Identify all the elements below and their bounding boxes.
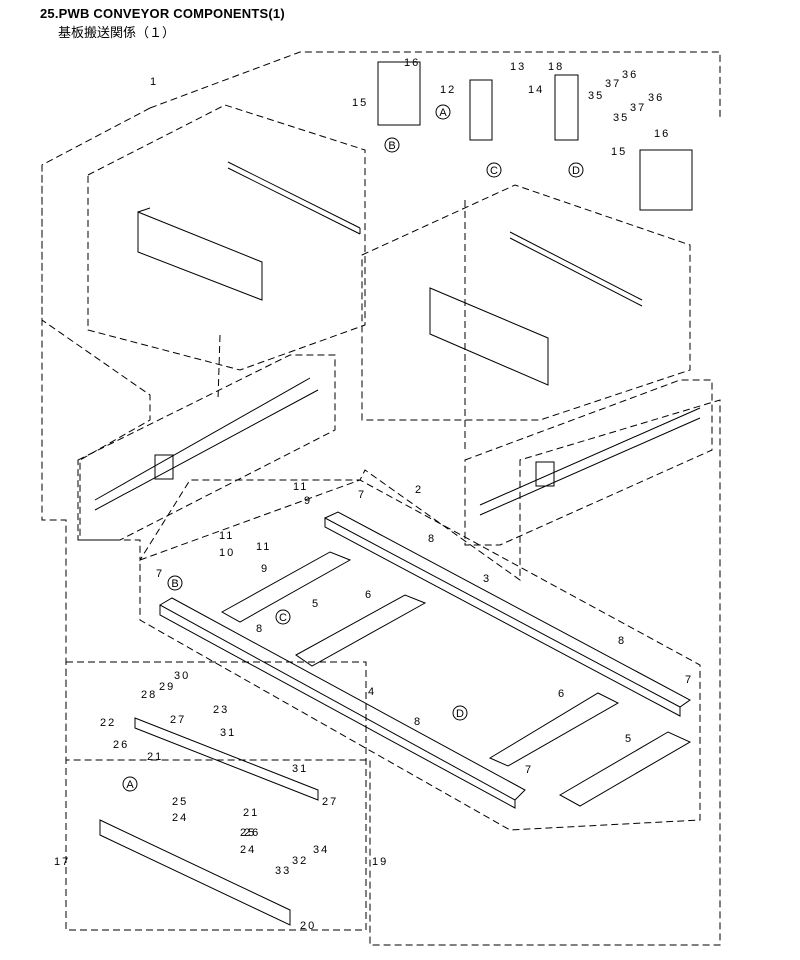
label-29: 29	[159, 681, 175, 693]
callout-d-bottom: D	[456, 708, 464, 720]
side-plate-left	[137, 211, 263, 301]
label-24b: 24	[240, 844, 256, 856]
label-32: 32	[292, 855, 308, 867]
right-shaft-group	[464, 379, 713, 546]
label-11a: 11	[293, 481, 308, 493]
label-31b: 31	[292, 763, 308, 775]
label-15a: 15	[352, 97, 368, 109]
label-21b: 21	[243, 807, 259, 819]
callout-c-bottom: C	[279, 612, 287, 624]
label-3: 3	[483, 573, 491, 585]
label-11b: 11	[219, 530, 234, 542]
label-22: 22	[100, 717, 116, 729]
cross-member-6	[295, 594, 427, 667]
label-25b: 25	[240, 827, 256, 839]
label-36a: 36	[622, 69, 638, 81]
label-4: 4	[368, 686, 376, 698]
callout-b-top: B	[388, 140, 395, 152]
label-13: 13	[510, 61, 526, 73]
rail-group-19	[65, 661, 367, 931]
bracket-14	[554, 74, 579, 141]
label-1: 1	[150, 76, 158, 88]
label-26a: 26	[113, 739, 129, 751]
side-plate-right	[429, 287, 549, 386]
cross-member-5	[220, 551, 352, 623]
rail-20	[99, 819, 291, 926]
label-8c: 8	[618, 635, 626, 647]
label-8b: 8	[256, 623, 264, 635]
callout-a-bottom: A	[126, 779, 134, 791]
part-number-labels: 1 2 3 4 5 5 6 6 7 7 7 7 8 8 8 8 9 9 10 1…	[54, 57, 693, 932]
page-title: 25.PWB CONVEYOR COMPONENTS(1)	[40, 6, 285, 21]
cross-member-6b	[488, 692, 620, 767]
label-34: 34	[313, 844, 329, 856]
left-shaft-group	[77, 354, 336, 541]
rail-3	[323, 511, 691, 708]
left-side-plate-group	[87, 104, 366, 371]
label-30: 30	[174, 670, 190, 682]
rail-4	[158, 597, 526, 801]
label-24a: 24	[172, 812, 188, 824]
label-27a: 27	[170, 714, 186, 726]
label-10: 10	[219, 547, 235, 559]
label-27b: 27	[322, 796, 338, 808]
label-31a: 31	[220, 727, 236, 739]
label-17: 17	[54, 856, 70, 868]
label-35a: 35	[588, 90, 604, 102]
callout-a-top: A	[439, 107, 447, 119]
label-9a: 9	[304, 495, 312, 507]
callout-markers: A A B B C C D D	[122, 104, 584, 792]
cross-member-5b	[558, 731, 692, 807]
assembly-1-boundary	[41, 107, 721, 946]
label-11c: 11	[256, 541, 271, 553]
label-7b: 7	[156, 568, 164, 580]
label-9b: 9	[261, 563, 269, 575]
label-8d: 8	[414, 716, 422, 728]
label-5: 5	[312, 598, 320, 610]
label-8a: 8	[428, 533, 436, 545]
label-14: 14	[528, 84, 544, 96]
callout-d-top: D	[572, 165, 580, 177]
label-7c: 7	[685, 674, 693, 686]
callout-b-bottom: B	[171, 578, 178, 590]
label-6b: 6	[558, 688, 566, 700]
label-5b: 5	[625, 733, 633, 745]
bracket-12	[469, 79, 493, 141]
label-12: 12	[440, 84, 456, 96]
label-7a: 7	[358, 489, 366, 501]
label-21a: 21	[147, 751, 163, 763]
conveyor-frame-group	[139, 479, 701, 831]
label-19: 19	[372, 856, 388, 868]
label-7d: 7	[525, 764, 533, 776]
rail-22	[134, 717, 319, 801]
label-16b: 16	[654, 128, 670, 140]
label-15b: 15	[611, 146, 627, 158]
label-16a: 16	[404, 57, 420, 69]
label-6: 6	[365, 589, 373, 601]
bracket-15-top	[377, 61, 421, 126]
label-25a: 25	[172, 796, 188, 808]
bracket-15-right	[639, 149, 693, 211]
label-37a: 37	[605, 78, 621, 90]
label-35b: 35	[613, 112, 629, 124]
label-20: 20	[300, 920, 316, 932]
label-2: 2	[415, 484, 423, 496]
label-37b: 37	[630, 102, 646, 114]
label-36b: 36	[648, 92, 664, 104]
label-28: 28	[141, 689, 157, 701]
page-subtitle: 基板搬送関係（１）	[58, 26, 176, 41]
callout-c-top: C	[490, 165, 498, 177]
label-23: 23	[213, 704, 229, 716]
right-side-plate-group	[361, 184, 691, 421]
label-18: 18	[548, 61, 564, 73]
label-33: 33	[275, 865, 291, 877]
label-26b: 26	[244, 827, 260, 839]
